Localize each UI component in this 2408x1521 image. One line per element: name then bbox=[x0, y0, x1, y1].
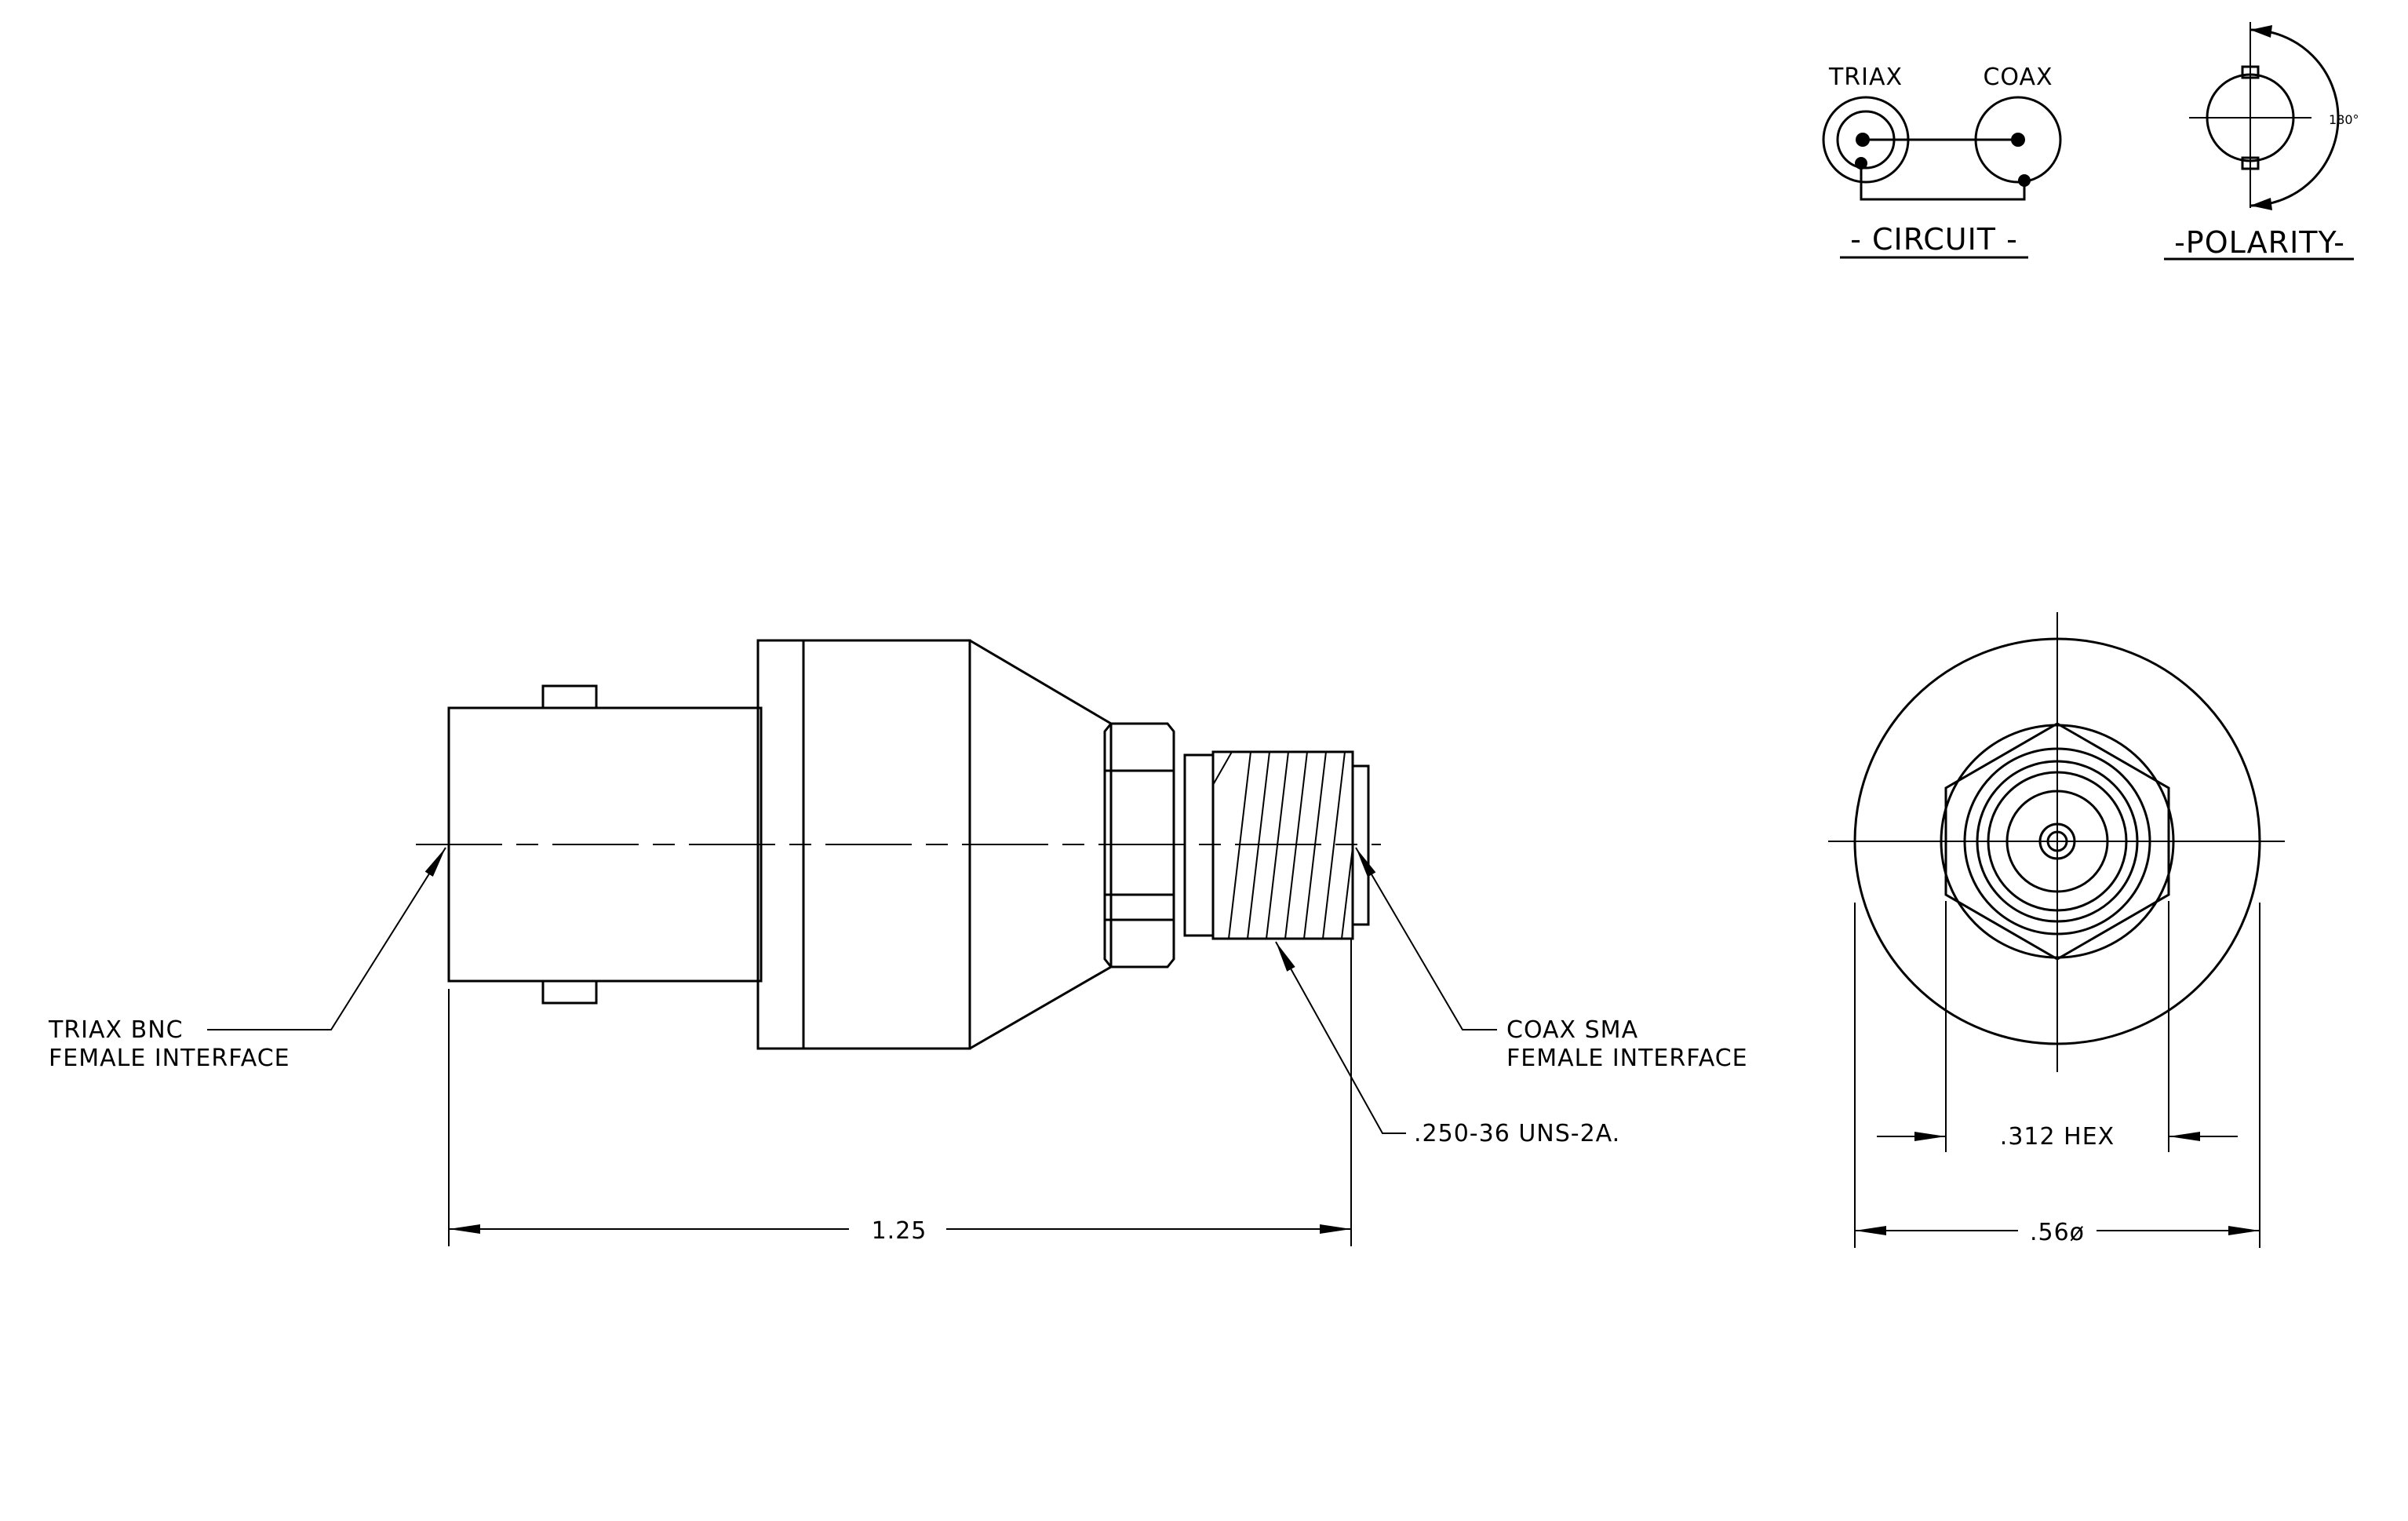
connector-side-view bbox=[416, 639, 1381, 1050]
thread-spec: .250-36 UNS-2A. bbox=[1414, 1120, 1620, 1147]
dimension-length: 1.25 bbox=[448, 939, 1352, 1246]
polarity-arc-arrow-bottom bbox=[2250, 198, 2272, 210]
dimension-diameter: .56ø bbox=[1854, 903, 2260, 1248]
coax-label: COAX bbox=[1983, 64, 2053, 91]
dimension-hex: .312 HEX bbox=[1877, 901, 2238, 1152]
callout-coax-sma: COAX SMA FEMALE INTERFACE bbox=[1355, 847, 1748, 1072]
callout-thread: .250-36 UNS-2A. bbox=[1275, 941, 1620, 1147]
shield-wire bbox=[1860, 163, 2026, 201]
hex-value: .312 HEX bbox=[2000, 1123, 2115, 1151]
polarity-angle-label: 180° bbox=[2329, 112, 2359, 127]
polarity-diagram: 180° -POLARITY- bbox=[2164, 22, 2359, 261]
length-value: 1.25 bbox=[872, 1217, 927, 1245]
triax-label: TRIAX bbox=[1828, 64, 1903, 91]
hex-nut bbox=[1103, 722, 1175, 968]
callout-triax-bnc: TRIAX BNC FEMALE INTERFACE bbox=[48, 847, 446, 1072]
triax-bnc-line1: TRIAX BNC bbox=[48, 1016, 184, 1044]
circuit-diagram: TRIAX COAX - CIRCUIT - bbox=[1822, 64, 2062, 259]
polarity-angle-arc bbox=[2250, 28, 2340, 207]
bnc-bayonet-pin-top bbox=[541, 684, 598, 709]
circuit-title: - CIRCUIT - bbox=[1850, 222, 2018, 257]
diameter-value: .56ø bbox=[2030, 1219, 2085, 1246]
leader-coax-sma bbox=[1355, 847, 1497, 1030]
coax-sma-line1: COAX SMA bbox=[1506, 1016, 1638, 1044]
coax-sma-line2: FEMALE INTERFACE bbox=[1506, 1045, 1748, 1072]
polarity-arc-arrow-top bbox=[2250, 25, 2272, 38]
leader-thread bbox=[1275, 941, 1406, 1134]
leader-triax-bnc bbox=[207, 847, 446, 1030]
polarity-title: -POLARITY- bbox=[2174, 225, 2345, 260]
triax-bnc-line2: FEMALE INTERFACE bbox=[49, 1045, 290, 1072]
connector-end-view bbox=[1828, 612, 2285, 1072]
bnc-bayonet-pin-bottom bbox=[541, 979, 598, 1005]
